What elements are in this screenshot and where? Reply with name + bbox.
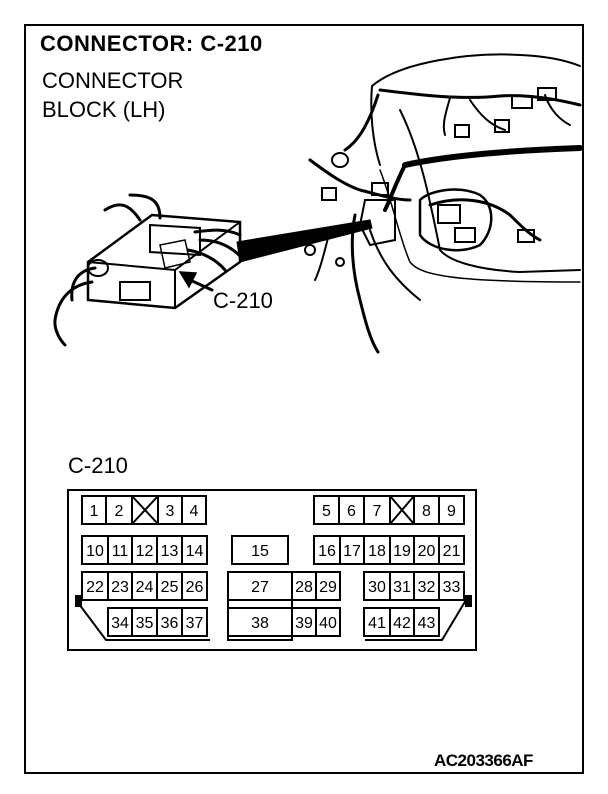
pin-label-9: 9 xyxy=(447,503,456,520)
pin-label-22: 22 xyxy=(86,579,104,596)
pin-label-14: 14 xyxy=(186,543,204,560)
pin-label-30: 30 xyxy=(368,579,386,596)
pin-cavity-43 xyxy=(413,607,440,637)
pin-label-25: 25 xyxy=(161,579,179,596)
pin-label-35: 35 xyxy=(136,615,154,632)
pin-label-2: 2 xyxy=(115,503,124,520)
pin-cavity-26 xyxy=(181,571,208,601)
callout-label: C-210 xyxy=(213,288,273,313)
pin-label-4: 4 xyxy=(190,503,199,520)
page-title: CONNECTOR: C-210 xyxy=(40,31,263,56)
lower-left-chamfer xyxy=(75,599,210,641)
pin-label-38: 38 xyxy=(251,615,269,632)
pin-label-37: 37 xyxy=(186,615,204,632)
pin-label-16: 16 xyxy=(318,543,336,560)
pin-label-1: 1 xyxy=(90,503,99,520)
pin-label-11: 11 xyxy=(112,543,129,560)
pin-cavity-14 xyxy=(181,535,208,565)
pin-label-43: 43 xyxy=(418,615,436,632)
pin-label-32: 32 xyxy=(418,579,436,596)
pin-cavity-2 xyxy=(105,495,133,525)
pin-label-17: 17 xyxy=(343,543,361,560)
pin-label-24: 24 xyxy=(136,579,154,596)
blocked-cavity-left xyxy=(131,495,159,525)
pin-cavity-29 xyxy=(315,571,341,601)
lower-right-chamfer xyxy=(365,599,467,641)
pin-cavity-21 xyxy=(438,535,465,565)
pin-label-34: 34 xyxy=(111,615,129,632)
figure-code: AC203366AF xyxy=(434,751,533,770)
pin-label-15: 15 xyxy=(251,543,269,560)
pin-label-6: 6 xyxy=(347,503,356,520)
pin-label-21: 21 xyxy=(443,543,461,560)
subtitle-line-2: BLOCK (LH) xyxy=(42,97,166,122)
pin-label-3: 3 xyxy=(166,503,175,520)
pin-label-20: 20 xyxy=(418,543,436,560)
pin-label-13: 13 xyxy=(161,543,179,560)
pin-label-36: 36 xyxy=(161,615,179,632)
pin-cavity-40 xyxy=(315,607,341,637)
pin-cavity-7 xyxy=(363,495,391,525)
pin-15-socket xyxy=(231,535,289,565)
pin-label-12: 12 xyxy=(136,543,154,560)
pin-cavity-33 xyxy=(438,571,465,601)
pin-cavity-37 xyxy=(181,607,208,637)
blocked-cavity-right xyxy=(389,495,415,525)
pin-label-40: 40 xyxy=(319,615,337,632)
pin-label-28: 28 xyxy=(295,579,313,596)
pin-label-27: 27 xyxy=(251,579,269,596)
pin-label-29: 29 xyxy=(319,579,337,596)
figure-frame xyxy=(24,24,584,774)
pin-label-26: 26 xyxy=(186,579,204,596)
pin-label-19: 19 xyxy=(393,543,411,560)
subtitle-line-1: CONNECTOR xyxy=(42,68,184,93)
housing-latch-right xyxy=(465,595,472,607)
connector-face-label: C-210 xyxy=(68,453,128,478)
pin-label-42: 42 xyxy=(393,615,411,632)
pin-label-23: 23 xyxy=(111,579,129,596)
pin-label-39: 39 xyxy=(295,615,313,632)
pin-label-41: 41 xyxy=(368,615,386,632)
pin-label-5: 5 xyxy=(322,503,331,520)
pin-label-8: 8 xyxy=(422,503,431,520)
pin-cavity-4 xyxy=(181,495,207,525)
pin-label-33: 33 xyxy=(443,579,461,596)
connector-housing xyxy=(67,489,477,651)
pin-label-31: 31 xyxy=(393,579,411,596)
pin-label-7: 7 xyxy=(373,503,382,520)
pin-label-18: 18 xyxy=(368,543,386,560)
pin-label-10: 10 xyxy=(86,543,104,560)
pin-cavity-9 xyxy=(438,495,465,525)
